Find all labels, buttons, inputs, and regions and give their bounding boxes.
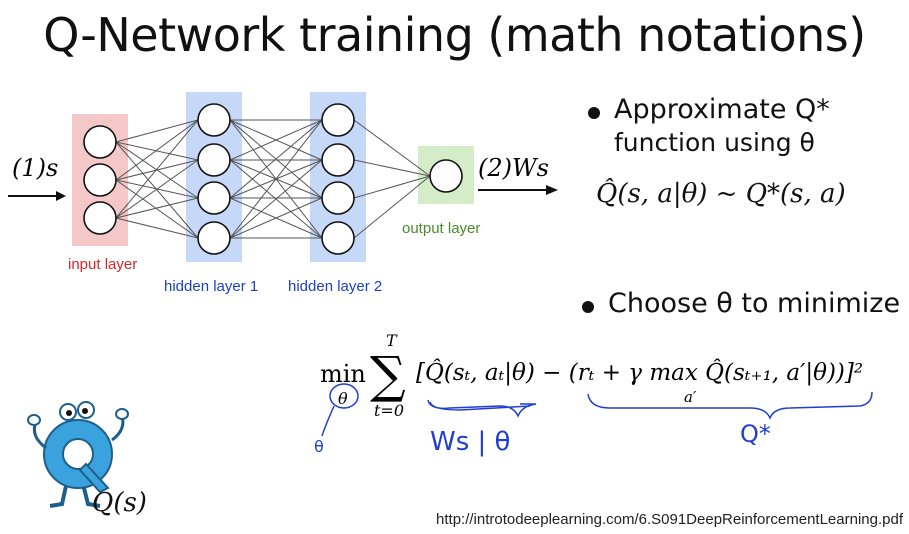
hidden-layer-2-label: hidden layer 2 (288, 278, 382, 295)
bullet-1-line-2: function using θ (614, 127, 815, 159)
network-edge (116, 198, 198, 218)
input-layer-label: input layer (68, 256, 137, 273)
source-url: http://introtodeeplearning.com/6.S091Dee… (436, 511, 903, 528)
input-node (84, 164, 116, 196)
sum-upper-limit: T (386, 331, 398, 350)
hidden-layer-1-label: hidden layer 1 (164, 278, 258, 295)
output-node (430, 160, 462, 192)
bullet-dot (588, 107, 600, 119)
output-arrowhead (546, 185, 558, 195)
neural-network-diagram: (1)s (2)Ws input layer hidden layer 1 hi… (0, 80, 560, 300)
q-of-s-text: Q(s) (92, 488, 147, 518)
input-arrowhead (56, 191, 66, 201)
bullet-2-text: Choose θ to minimize (608, 288, 900, 320)
theta-pointer (322, 406, 334, 436)
hidden-2-node (322, 222, 354, 254)
left-brace-line (430, 402, 530, 410)
hidden-2-node (322, 144, 354, 176)
slide-title: Q-Network training (math notations) (0, 8, 909, 62)
input-label: (1)s (12, 154, 58, 182)
handwritten-annotations: θ Ws | θ Q* (300, 380, 900, 470)
hidden-2-node (322, 104, 354, 136)
bullet-1-formula: Q̂(s, a|θ) ~ Q*(s, a) (596, 178, 846, 210)
output-arrow-label: (2)Ws (478, 154, 549, 182)
output-layer-label: output layer (402, 220, 480, 237)
q-of-s-label: Q(s) (92, 488, 147, 518)
hidden-1-node (198, 104, 230, 136)
hidden-1-node (198, 144, 230, 176)
hidden-1-node (198, 182, 230, 214)
network-edge (116, 120, 198, 142)
right-brace (588, 392, 872, 418)
bullet-1-line-1: Approximate Q* (614, 94, 830, 126)
handwritten-theta-note: θ (314, 437, 324, 456)
input-node (84, 126, 116, 158)
handwritten-q-star: Q* (740, 420, 771, 448)
hidden-2-node (322, 182, 354, 214)
handwritten-ws-theta: Ws | θ (430, 427, 510, 457)
bullet-dot (582, 301, 594, 313)
hidden-1-node (198, 222, 230, 254)
input-node (84, 202, 116, 234)
theta-circle (330, 384, 358, 408)
bullet-choose-theta: Choose θ to minimize (608, 288, 900, 320)
network-edge (116, 160, 198, 180)
bullet-approximate: Approximate Q* (614, 94, 830, 126)
network-edge (116, 218, 198, 238)
